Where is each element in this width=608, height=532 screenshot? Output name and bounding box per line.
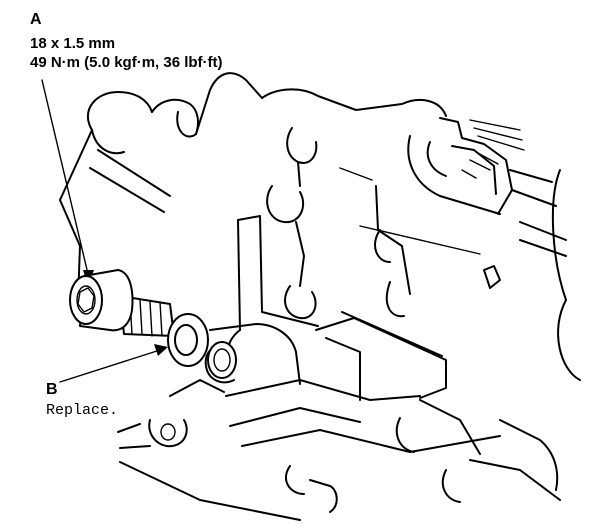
callout-a-letter: A <box>30 11 42 28</box>
sealing-washer <box>167 313 209 367</box>
drain-bolt <box>69 269 175 337</box>
washer-replace-note: Replace. <box>46 402 118 419</box>
transmission-case <box>59 72 581 521</box>
leader-line-b <box>59 344 168 383</box>
bolt-size-spec: 18 x 1.5 mm <box>30 35 115 52</box>
torque-spec: 49 N·m (5.0 kgf·m, 36 lbf·ft) <box>30 54 223 71</box>
callout-b-letter: B <box>46 381 58 398</box>
